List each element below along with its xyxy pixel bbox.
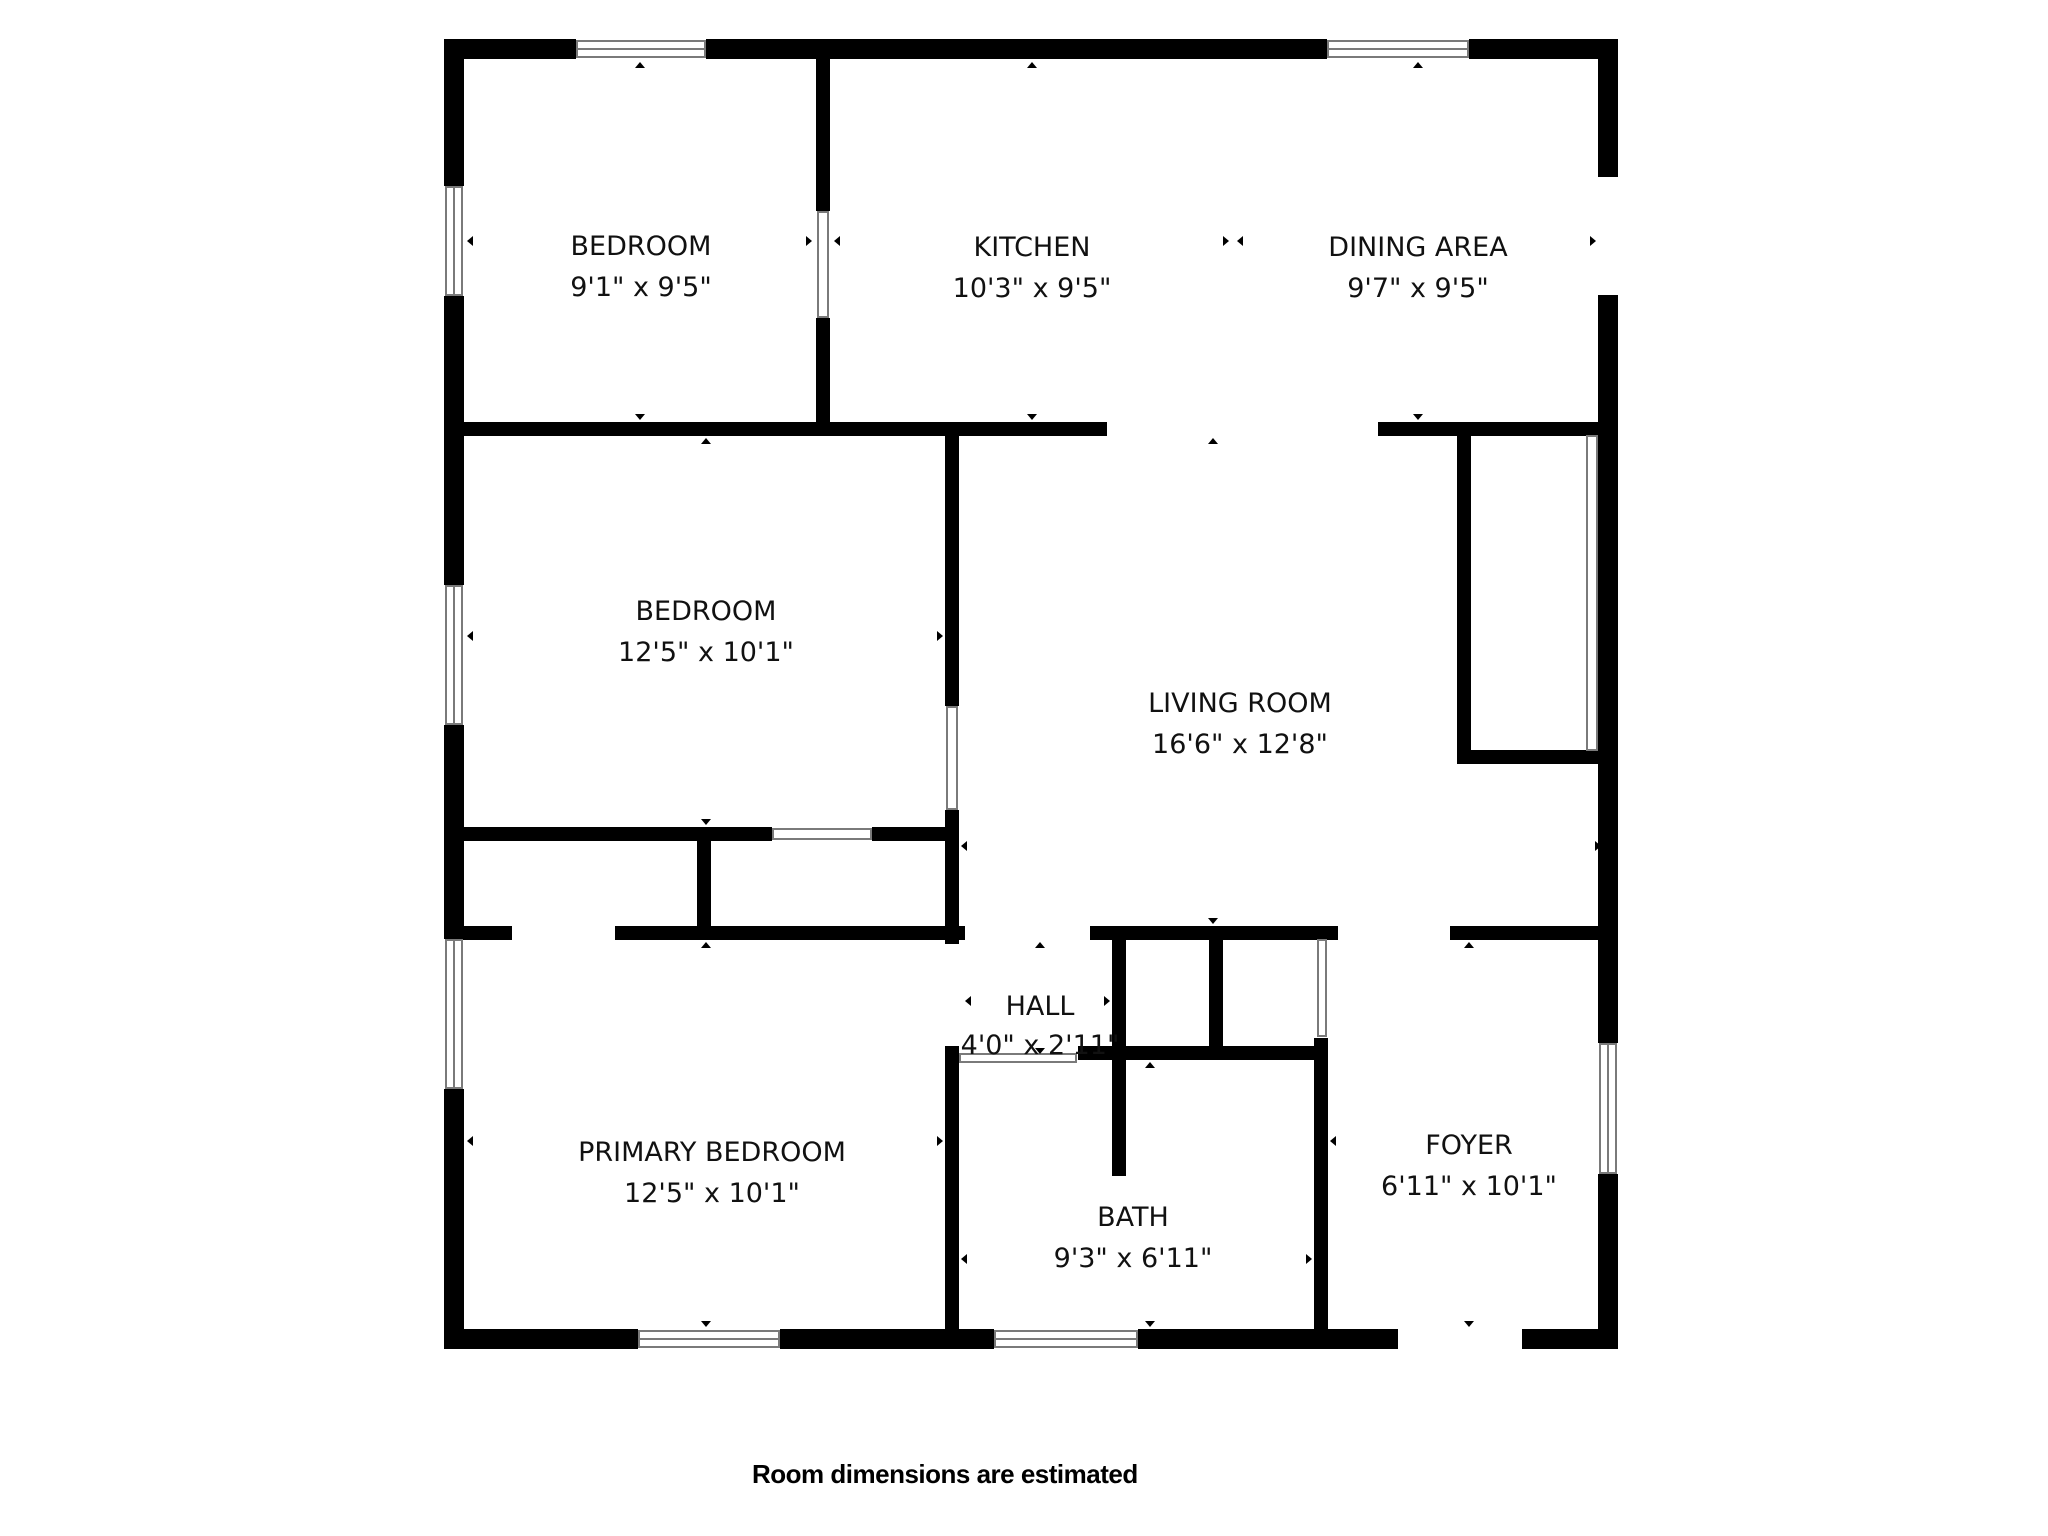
wall-right-1 bbox=[1598, 39, 1618, 177]
wall-living-bottom-b bbox=[1450, 926, 1603, 940]
windows bbox=[445, 40, 1617, 1348]
wall-right-3 bbox=[1598, 1174, 1618, 1349]
measure-ticks bbox=[467, 62, 1601, 1327]
wall-bed1-kitchen-a bbox=[816, 56, 830, 211]
wall-primary-right-b bbox=[945, 1046, 959, 1336]
room-dimensions: 9'7" x 9'5" bbox=[1347, 273, 1489, 304]
wall-left-4 bbox=[444, 1089, 464, 1349]
wall-right-2 bbox=[1598, 295, 1618, 1043]
wall-mid-horizontal-left bbox=[462, 422, 1107, 436]
wall-closet-bottom bbox=[1457, 750, 1603, 764]
wall-bath-stub bbox=[1112, 1046, 1126, 1176]
wall-primary-right-a bbox=[945, 934, 959, 944]
wall-primary-top-b bbox=[615, 926, 965, 940]
wall-bottom-1 bbox=[444, 1329, 638, 1349]
wall-closet-left bbox=[1457, 434, 1471, 764]
wall-closet-stub bbox=[697, 834, 711, 934]
estimate-note: Room dimensions are estimated bbox=[752, 1459, 1138, 1489]
panel-bed1-divider bbox=[817, 211, 829, 318]
room-name: DINING AREA bbox=[1328, 232, 1508, 263]
wall-primary-top-a bbox=[462, 926, 512, 940]
panel-hall-bottom bbox=[959, 1053, 1077, 1063]
wall-bed2-right-a bbox=[945, 434, 959, 706]
wall-top-right bbox=[1469, 39, 1618, 59]
wall-living-bottom-a bbox=[1090, 926, 1338, 940]
room-living-room: LIVING ROOM 16'6" x 12'8" bbox=[1148, 688, 1332, 760]
wall-bed2-bottom-b bbox=[872, 827, 952, 841]
wall-bed1-kitchen-b bbox=[816, 318, 830, 432]
room-foyer: FOYER 6'11" x 10'1" bbox=[1381, 1130, 1557, 1202]
wall-closet-divider bbox=[1209, 934, 1223, 1052]
wall-bed2-bottom-a bbox=[462, 827, 772, 841]
wall-left-3 bbox=[444, 725, 464, 939]
room-primary-bedroom: PRIMARY BEDROOM 12'5" x 10'1" bbox=[578, 1137, 846, 1209]
room-hall: HALL 4'0" x 2'11" bbox=[961, 991, 1120, 1061]
room-dining-area: DINING AREA 9'7" x 9'5" bbox=[1328, 232, 1508, 304]
room-name: HALL bbox=[1006, 991, 1075, 1022]
room-bedroom-middle: BEDROOM 12'5" x 10'1" bbox=[618, 596, 794, 668]
room-dimensions: 4'0" x 2'11" bbox=[961, 1030, 1120, 1061]
room-dimensions: 10'3" x 9'5" bbox=[953, 273, 1112, 304]
wall-left-1 bbox=[444, 39, 464, 186]
wall-top-mid bbox=[706, 39, 1327, 59]
room-bedroom-upper: BEDROOM 9'1" x 9'5" bbox=[570, 231, 712, 303]
room-dimensions: 16'6" x 12'8" bbox=[1152, 729, 1328, 760]
room-name: BATH bbox=[1097, 1202, 1169, 1233]
room-name: LIVING ROOM bbox=[1148, 688, 1332, 719]
wall-bath-top bbox=[1078, 1046, 1320, 1060]
room-name: BEDROOM bbox=[571, 231, 712, 262]
room-name: KITCHEN bbox=[974, 232, 1091, 263]
walls bbox=[444, 39, 1618, 1349]
wall-bottom-3 bbox=[1138, 1329, 1398, 1349]
wall-left-2 bbox=[444, 296, 464, 585]
room-labels: BEDROOM 9'1" x 9'5" KITCHEN 10'3" x 9'5"… bbox=[570, 231, 1557, 1274]
panel-bed2-bottom bbox=[772, 828, 872, 840]
room-name: PRIMARY BEDROOM bbox=[578, 1137, 846, 1168]
panel-closet-right bbox=[1586, 435, 1598, 751]
room-dimensions: 6'11" x 10'1" bbox=[1381, 1171, 1557, 1202]
wall-hall-right bbox=[1112, 934, 1126, 1052]
panel-foyer-left bbox=[1317, 939, 1327, 1037]
room-dimensions: 12'5" x 10'1" bbox=[618, 637, 794, 668]
room-dimensions: 9'3" x 6'11" bbox=[1054, 1243, 1213, 1274]
room-dimensions: 9'1" x 9'5" bbox=[570, 272, 712, 303]
wall-bottom-2 bbox=[780, 1329, 994, 1349]
room-name: BEDROOM bbox=[636, 596, 777, 627]
panel-bed2-right bbox=[946, 706, 958, 810]
wall-top-left bbox=[444, 39, 576, 59]
wall-bottom-4 bbox=[1522, 1329, 1618, 1349]
room-kitchen: KITCHEN 10'3" x 9'5" bbox=[953, 232, 1112, 304]
wall-bath-right bbox=[1314, 1038, 1328, 1336]
wall-bed2-right-b bbox=[945, 810, 959, 936]
room-bath: BATH 9'3" x 6'11" bbox=[1054, 1202, 1213, 1274]
room-name: FOYER bbox=[1425, 1130, 1513, 1161]
wall-mid-horizontal-right bbox=[1378, 422, 1603, 436]
room-dimensions: 12'5" x 10'1" bbox=[624, 1178, 800, 1209]
